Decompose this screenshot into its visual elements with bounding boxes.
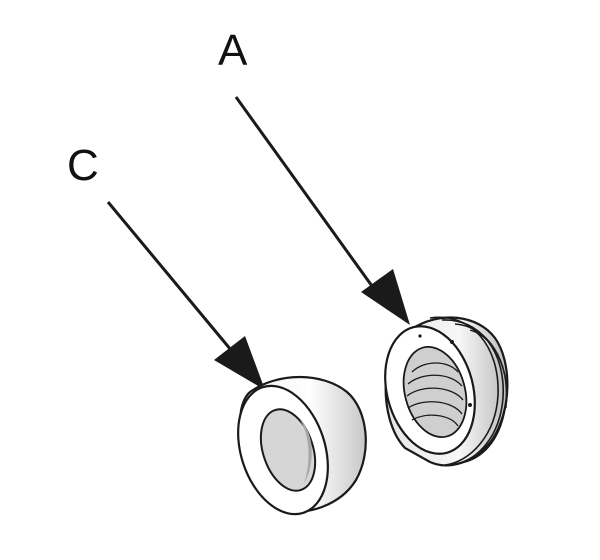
leader-arrow-c [106,201,265,390]
callout-label-a: A [218,26,248,75]
leader-arrow-a [234,96,410,325]
part-a-threaded-ring [384,316,509,467]
callout-label-c: C [67,141,99,190]
part-c-plain-sleeve [237,376,367,516]
